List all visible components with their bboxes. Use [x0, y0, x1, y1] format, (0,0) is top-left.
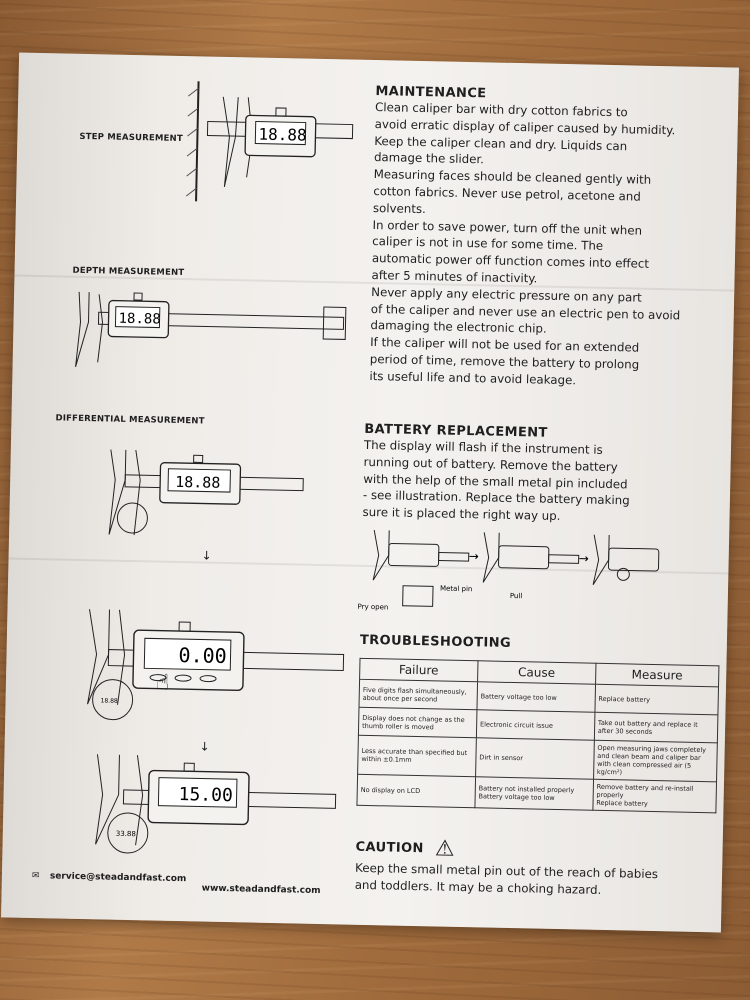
depth-display-readout: 18.88 [118, 311, 160, 328]
text-column: MAINTENANCE Clean caliper bar with dry c… [346, 60, 739, 933]
differential-step2-illustration: 18.88 0.00 [87, 609, 345, 721]
svg-text:→: → [469, 549, 479, 563]
cause-cell: Electronic circuit issue [476, 709, 595, 741]
arrow-down-icon: ↓ [201, 548, 212, 563]
pry-open-label: Pry open [358, 603, 389, 612]
warning-triangle-icon: ⚠ [434, 836, 455, 862]
battery-section: BATTERY REPLACEMENT The display will fla… [362, 422, 724, 529]
maintenance-text: Clean caliper bar with dry cotton fabric… [369, 99, 730, 392]
failure-cell: Five digits flash simultaneously, about … [358, 679, 478, 710]
email-icon: ✉ [31, 871, 40, 882]
small-readout-a: 18.88 [101, 697, 119, 704]
measure-cell: Remove battery and re-install properly R… [592, 779, 717, 813]
footer-email[interactable]: service@steadandfast.com [49, 871, 187, 885]
measure-cell: Take out battery and replace it after 30… [594, 712, 718, 743]
caution-section: CAUTION ⚠ Keep the small metal pin out o… [355, 835, 716, 901]
failure-cell: Display does not change as the thumb rol… [358, 707, 477, 738]
diff1-display-readout: 18.88 [175, 473, 221, 492]
troubleshooting-table: Failure Cause Measure Five digits flash … [356, 658, 719, 814]
svg-text:→: → [579, 551, 589, 565]
column-header-measure: Measure [595, 663, 719, 687]
illustrations-column: STEP MEASUREMENT 18.88 DEPTH MEASUREMENT [1, 53, 364, 925]
battery-text: The display will flash if the instrument… [362, 437, 724, 529]
depth-measurement-illustration: 18.88 [75, 291, 347, 367]
step-display-readout: 18.88 [258, 125, 307, 145]
depth-measurement-label: DEPTH MEASUREMENT [72, 265, 185, 279]
cause-cell: Battery not installed properly Battery v… [474, 776, 594, 811]
instruction-sheet: STEP MEASUREMENT 18.88 DEPTH MEASUREMENT [1, 52, 739, 933]
failure-cell: Less accurate than specified but within … [357, 735, 477, 777]
differential-step3-illustration: 33.88 15.00 [95, 754, 337, 854]
pull-label: Pull [510, 592, 523, 600]
small-readout-b: 33.88 [116, 830, 136, 838]
troubleshooting-table-body: Five digits flash simultaneously, about … [356, 679, 719, 813]
cause-cell: Dirt in sensor [475, 737, 595, 780]
battery-replacement-illustration: → → Metal pin Pry open Pull [358, 530, 660, 612]
maintenance-section: MAINTENANCE Clean caliper bar with dry c… [369, 84, 730, 392]
caution-heading: CAUTION [355, 839, 424, 857]
column-header-failure: Failure [359, 658, 478, 682]
footer-website[interactable]: www.steadandfast.com [201, 883, 321, 897]
measure-cell: Replace battery [594, 684, 719, 715]
differential-step1-illustration: 18.88 [108, 449, 304, 536]
differential-measurement-label: DIFFERENTIAL MEASUREMENT [55, 413, 205, 427]
measure-cell: Open measuring jaws completely and clean… [593, 740, 718, 782]
diff2-display-readout: 0.00 [178, 643, 227, 668]
caution-text: Keep the small metal pin out of the reac… [355, 860, 716, 901]
cause-cell: Battery voltage too low [476, 681, 596, 713]
hand-pointer-icon: ☝ [155, 670, 170, 696]
column-header-cause: Cause [477, 660, 596, 685]
failure-cell: No display on LCD [356, 774, 476, 808]
step-measurement-illustration: 18.88 [185, 81, 354, 202]
step-measurement-label: STEP MEASUREMENT [79, 131, 183, 145]
troubleshooting-heading: TROUBLESHOOTING [359, 632, 512, 651]
metal-pin-label: Metal pin [440, 584, 473, 593]
diff3-display-readout: 15.00 [178, 784, 233, 806]
